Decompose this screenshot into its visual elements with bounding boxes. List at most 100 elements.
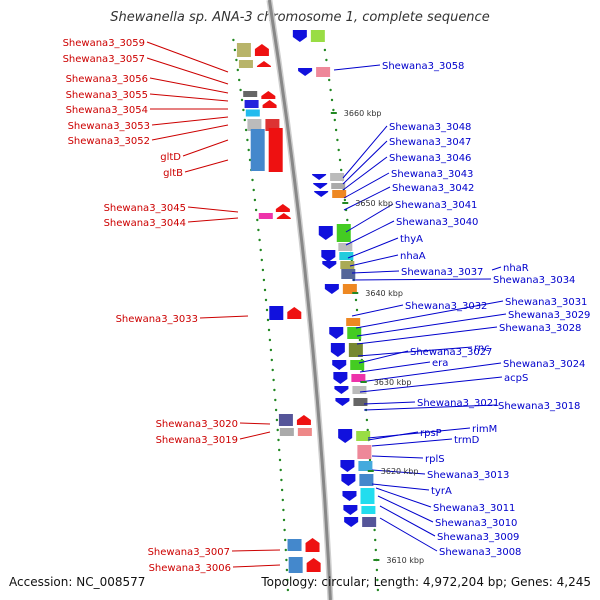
backbone-shadow	[266, 0, 334, 600]
tick-dot-right	[355, 308, 359, 312]
leader-line-right	[343, 172, 390, 199]
gene-label-right: Shewana3_3027	[410, 347, 492, 358]
gene-block	[332, 190, 347, 198]
gene-block	[316, 67, 331, 77]
gene-block	[338, 243, 353, 251]
tick-dot-left	[266, 318, 270, 322]
gene-block	[287, 539, 302, 551]
gene-label-right: Shewana3_3041	[395, 200, 477, 211]
leader-line-left	[232, 564, 281, 568]
gene-label-left: gltB	[163, 168, 183, 179]
tick-dot-left	[280, 488, 284, 492]
tick-dot-right	[333, 118, 336, 122]
gene-label-right: Shewana3_3048	[389, 122, 471, 133]
tick-dot-right	[376, 588, 380, 592]
gene-label-left: Shewana3_3006	[149, 563, 231, 574]
leader-line-right	[491, 266, 502, 271]
tick-dot-right	[323, 48, 327, 52]
gene-label-right: rimM	[472, 424, 497, 435]
gene-block	[269, 306, 284, 320]
tick-dot-left	[269, 348, 273, 352]
tick-dot-left	[246, 138, 249, 142]
gene-reverse-arrow	[342, 491, 357, 501]
leader-line-right	[363, 404, 497, 411]
gene-label-left: Shewana3_3054	[66, 105, 148, 116]
accession-text: Accession: NC_008577	[9, 575, 146, 589]
gene-block	[339, 252, 354, 260]
gene-block	[297, 428, 312, 436]
gene-block	[356, 431, 371, 441]
gene-label-right: Shewana3_3013	[427, 470, 509, 481]
leader-line-left	[187, 206, 239, 213]
tick-dot-left	[284, 548, 287, 552]
map-title: Shewanella sp. ANA-3 chromosome 1, compl…	[110, 10, 490, 25]
scale-tick-label: 3640 kbp	[365, 289, 403, 298]
gene-label-right: tyrA	[431, 486, 452, 497]
tick-dot-left	[271, 368, 274, 372]
gene-label-right: Shewana3_3040	[396, 217, 478, 228]
tick-dot-right	[374, 538, 377, 542]
gene-reverse-arrow	[322, 261, 337, 269]
tick-dot-right	[354, 298, 358, 302]
leader-line-left	[146, 41, 229, 73]
leader-line-left	[199, 315, 249, 319]
gene-forward-arrow	[254, 44, 269, 56]
leader-line-right	[375, 487, 432, 508]
gene-block	[357, 445, 372, 459]
gene-block	[348, 343, 363, 357]
gene-reverse-arrow	[341, 474, 356, 486]
gene-reverse-arrow	[343, 505, 358, 515]
tick-dot-left	[258, 238, 261, 242]
gene-label-right: Shewana3_3008	[439, 547, 521, 558]
gene-label-right: Shewana3_3043	[391, 169, 473, 180]
leader-line-left	[149, 77, 229, 94]
gene-block	[288, 557, 303, 573]
gene-block	[347, 327, 362, 339]
gene-label-right: Shewana3_3042	[392, 183, 474, 194]
tick-dot-left	[260, 258, 263, 262]
gene-label-right: Shewana3_3010	[435, 518, 517, 529]
gene-block	[310, 30, 325, 42]
tick-dot-left	[235, 58, 238, 62]
tick-dot-right	[376, 578, 379, 582]
gene-forward-arrow	[306, 558, 321, 572]
leader-line-right	[351, 304, 404, 317]
gene-block	[236, 43, 251, 57]
tick-dot-left	[265, 308, 269, 312]
gene-label-left: Shewana3_3052	[68, 136, 150, 147]
tick-dot-right	[329, 88, 332, 92]
gene-block	[352, 386, 367, 394]
gene-block	[244, 100, 259, 108]
tick-dot-right	[325, 58, 328, 62]
tick-dot-right	[334, 128, 338, 132]
gene-block	[340, 261, 355, 269]
gene-block	[346, 318, 361, 326]
gene-block	[360, 488, 375, 504]
gene-reverse-arrow	[321, 250, 336, 262]
gene-reverse-arrow	[338, 429, 353, 443]
gene-label-left: Shewana3_3056	[66, 74, 148, 85]
gene-label-left: Shewana3_3007	[148, 547, 230, 558]
tick-dot-right	[338, 158, 342, 162]
scale-tick-label: 3650 kbp	[355, 199, 393, 208]
gene-forward-arrow	[287, 307, 302, 319]
tick-dot-left	[276, 428, 279, 432]
gene-label-right: Shewana3_3034	[493, 275, 575, 286]
gene-forward-arrow	[275, 204, 290, 212]
tick-dot-left	[251, 178, 254, 182]
tick-dot-left	[253, 198, 257, 202]
leader-line-left	[239, 422, 271, 425]
gene-reverse-arrow	[335, 398, 350, 406]
tick-dot-left	[242, 108, 245, 112]
tick-dot-left	[243, 118, 246, 122]
gene-label-left: Shewana3_3045	[104, 203, 186, 214]
leader-line-left	[149, 93, 229, 102]
leader-line-right	[351, 278, 492, 281]
gene-label-left: Shewana3_3019	[156, 435, 238, 446]
gene-reverse-arrow	[332, 360, 347, 370]
gene-reverse-arrow	[340, 460, 355, 472]
leader-line-right	[367, 427, 471, 439]
scale-tick-label: 3620 kbp	[381, 467, 419, 476]
